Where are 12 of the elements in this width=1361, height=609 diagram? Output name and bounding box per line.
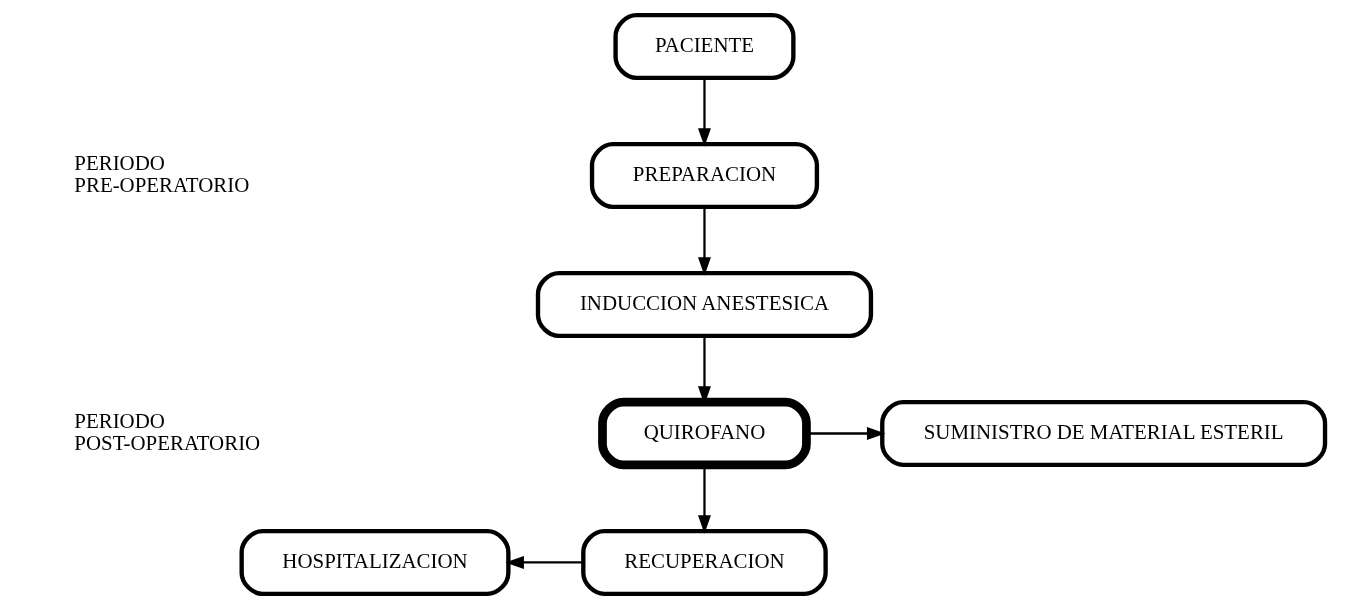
arrow xyxy=(698,207,711,276)
node-box: INDUCCION ANESTESICA xyxy=(535,270,874,339)
node-box: SUMINISTRO DE MATERIAL ESTERIL xyxy=(880,399,1328,468)
node-box: HOSPITALIZACION xyxy=(239,528,511,597)
node-box: QUIROFANO xyxy=(598,397,811,470)
label: PERIODO POST-OPERATORIO xyxy=(74,408,261,456)
node-box: PACIENTE xyxy=(613,12,796,81)
label: PERIODO PRE-OPERATORIO xyxy=(74,150,250,198)
node-box: PREPARACION xyxy=(589,141,820,210)
arrow xyxy=(505,556,583,569)
node-box: RECUPERACION xyxy=(581,528,828,597)
arrow xyxy=(698,78,711,147)
